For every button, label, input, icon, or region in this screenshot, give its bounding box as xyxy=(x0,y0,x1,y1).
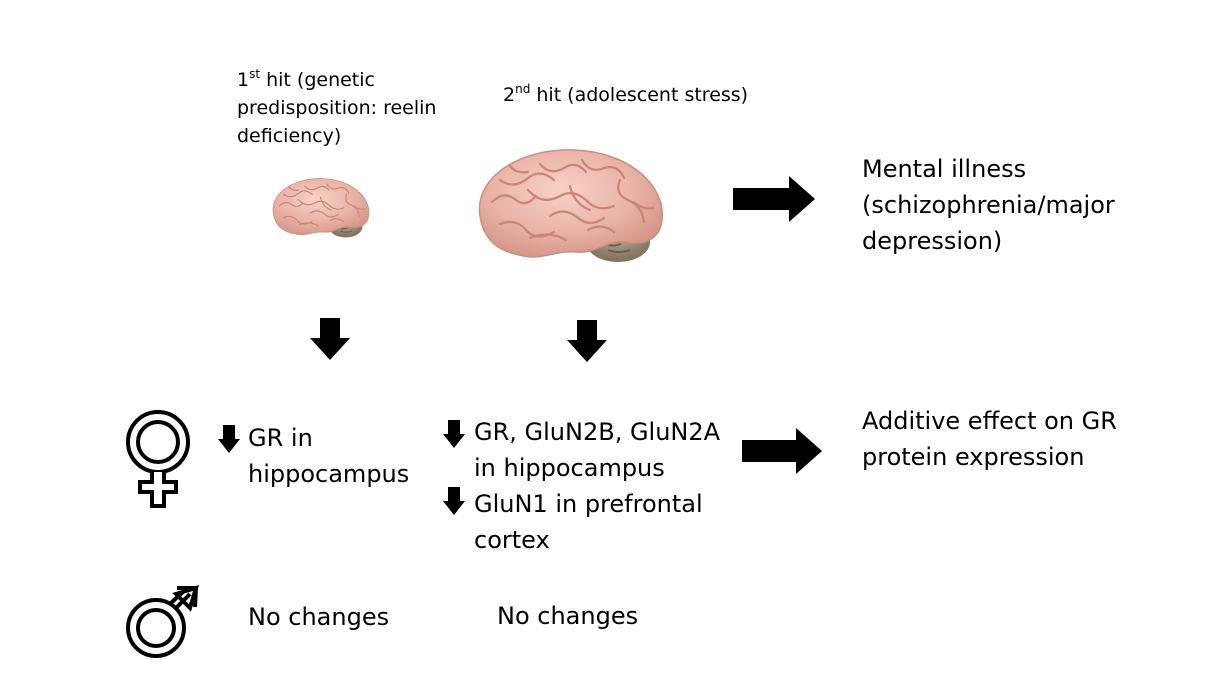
female-first-hit-effect: GR in hippocampus xyxy=(248,420,438,492)
male-first-hit-effect: No changes xyxy=(248,603,390,631)
additive-effect-outcome: Additive effect on GR protein expression xyxy=(862,403,1182,475)
female-symbol-icon xyxy=(126,410,190,508)
second-hit-ordinal: 2 xyxy=(503,84,516,106)
arrow-down-icon xyxy=(567,320,607,362)
female-second-hit-item2-line2: cortex xyxy=(474,526,550,554)
female-second-hit-item2-line1: GluN1 in prefrontal xyxy=(474,490,703,518)
second-hit-label: 2nd hit (adolescent stress) xyxy=(503,81,803,109)
female-first-hit-line1: GR in xyxy=(248,424,313,452)
additive-effect-line2: protein expression xyxy=(862,443,1085,471)
arrow-down-icon xyxy=(443,420,465,448)
first-hit-text: hit (genetic predisposition: reelin defi… xyxy=(237,69,437,147)
mental-illness-line3: depression) xyxy=(862,227,1003,255)
brain-icon xyxy=(478,148,664,264)
second-hit-suffix: nd xyxy=(515,82,531,96)
female-first-hit-line2: hippocampus xyxy=(248,460,410,488)
mental-illness-line2: (schizophrenia/major xyxy=(862,191,1115,219)
male-second-hit-effect: No changes xyxy=(497,602,639,630)
arrow-right-icon xyxy=(733,176,815,222)
first-hit-ordinal: 1 xyxy=(237,69,250,91)
female-second-hit-effect-1: GR, GluN2B, GluN2A in hippocampus xyxy=(474,414,754,486)
mental-illness-outcome: Mental illness (schizophrenia/major depr… xyxy=(862,151,1182,259)
female-second-hit-effect-2: GluN1 in prefrontal cortex xyxy=(474,486,754,558)
male-symbol-icon xyxy=(126,585,199,658)
second-hit-text: hit (adolescent stress) xyxy=(530,84,749,106)
arrow-down-icon xyxy=(310,318,350,360)
first-hit-suffix: st xyxy=(249,67,261,81)
first-hit-label: 1st hit (genetic predisposition: reelin … xyxy=(237,66,457,150)
arrow-down-icon xyxy=(443,487,465,515)
female-second-hit-item1-line1: GR, GluN2B, GluN2A xyxy=(474,418,721,446)
brain-icon xyxy=(272,177,370,238)
arrow-right-icon xyxy=(742,428,822,474)
additive-effect-line1: Additive effect on GR xyxy=(862,407,1117,435)
arrow-down-icon xyxy=(218,425,240,453)
mental-illness-line1: Mental illness xyxy=(862,155,1027,183)
female-second-hit-item1-line2: in hippocampus xyxy=(474,454,665,482)
